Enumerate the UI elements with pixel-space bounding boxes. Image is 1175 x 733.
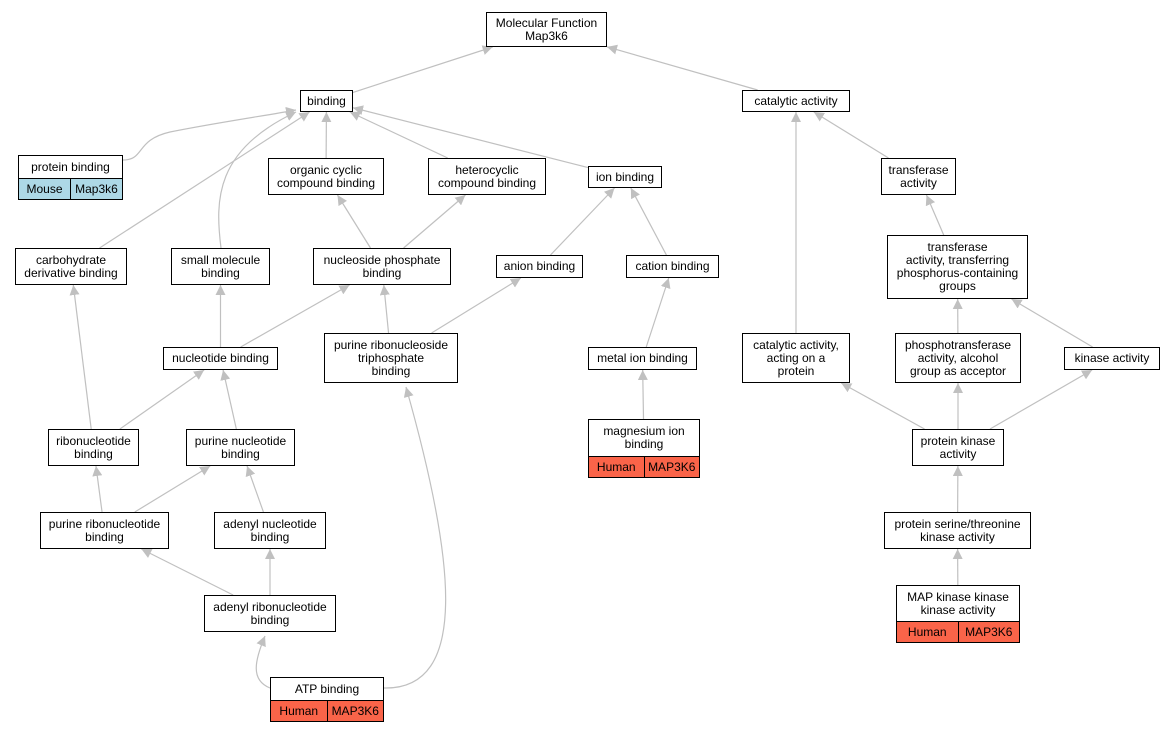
edge-small-molecule-to-binding [218,111,297,249]
node-protein-kinase[interactable]: protein kinase activity [912,429,1004,466]
node-phosphotransferase[interactable]: phosphotransferase activity, alcohol gro… [895,333,1021,383]
node-metal-ion[interactable]: metal ion binding [588,347,697,370]
node-protein-binding[interactable]: protein binding [18,155,123,179]
edge-protein-kinase-to-kinase-activity [989,369,1093,430]
node-purine-ribonucleoside-tp[interactable]: purine ribonucleoside triphosphate bindi… [324,333,458,383]
gene-label: MAP3K6 [957,622,1020,642]
node-transferase[interactable]: transferase activity [881,158,956,195]
species-label: Human [596,460,636,474]
edge-ribonucleotide-to-carbohydrate [69,284,92,430]
edge-nucleoside-phosphate-to-organic-cyclic [337,194,371,249]
edge-purine-ribonucleoside-tp-to-nucleoside-phosphate [379,284,390,334]
edge-purine-ribonucleotide-to-ribonucleotide [92,465,103,513]
gene-label: MAP3K6 [643,457,700,477]
edge-binding-to-mf [352,45,493,93]
node-ribonucleotide[interactable]: ribonucleotide binding [48,429,139,466]
node-heterocyclic[interactable]: heterocyclic compound binding [428,158,546,195]
node-protein-binding-annotation: Mouse Map3k6 [18,178,123,200]
node-binding[interactable]: binding [300,90,353,112]
node-mf[interactable]: Molecular Function Map3k6 [486,12,607,47]
edge-purine-ribonucleoside-tp-to-anion-binding [431,277,522,334]
node-atp-binding-annotation: Human MAP3K6 [270,700,384,722]
species-label: Human [279,704,319,718]
node-protein-ser-thr[interactable]: protein serine/threonine kinase activity [884,512,1031,549]
node-small-molecule[interactable]: small molecule binding [171,248,270,285]
edge-nucleotide-binding-to-nucleoside-phosphate [240,284,350,348]
edge-protein-binding-to-binding [122,106,297,161]
node-carbohydrate[interactable]: carbohydrate derivative binding [15,248,127,285]
edge-ribonucleotide-to-nucleotide-binding [119,369,205,430]
node-cation-binding[interactable]: cation binding [626,255,719,278]
edge-adenyl-nucleotide-to-purine-nucleotide [245,465,264,513]
node-ion-binding[interactable]: ion binding [588,166,662,188]
node-magnesium-ion-annotation: Human MAP3K6 [588,456,700,478]
node-purine-nucleotide[interactable]: purine nucleotide binding [186,429,295,466]
edge-purine-ribonucleotide-to-purine-nucleotide [134,465,211,513]
gene-label: MAP3K6 [326,701,384,721]
node-magnesium-ion[interactable]: magnesium ion binding [588,419,700,457]
edge-ion-binding-to-binding [352,105,589,169]
edge-purine-nucleotide-to-nucleotide-binding [220,369,237,430]
edge-magnesium-ion-to-metal-ion [637,369,648,420]
node-adenyl-nucleotide[interactable]: adenyl nucleotide binding [214,512,326,549]
edge-kinase-activity-to-transferase-phos [1011,298,1093,348]
edge-anion-binding-to-ion-binding [550,187,615,256]
edge-metal-ion-to-cation-binding [645,277,671,348]
node-atp-binding[interactable]: ATP binding [270,677,384,701]
node-catalytic[interactable]: catalytic activity [742,90,850,112]
edge-adenyl-ribonucleotide-to-purine-ribonucleotide [141,548,234,596]
node-mapkkk-annotation: Human MAP3K6 [896,621,1020,643]
node-adenyl-ribonucleotide[interactable]: adenyl ribonucleotide binding [204,595,336,632]
edge-atp-binding-to-purine-ribonucleoside-tp [383,386,447,689]
edge-carbohydrate-to-binding [99,111,310,249]
edge-heterocyclic-to-binding [349,111,448,159]
node-nucleotide-binding[interactable]: nucleotide binding [163,347,278,370]
node-kinase-activity[interactable]: kinase activity [1064,347,1160,370]
species-label: Human [907,625,947,639]
edge-transferase-to-catalytic [813,111,889,159]
edge-atp-binding-to-adenyl-ribonucleotide [255,635,271,689]
node-catalytic-protein[interactable]: catalytic activity, acting on a protein [742,333,850,383]
species-label: Mouse [26,182,63,196]
edge-cation-binding-to-ion-binding [630,187,667,256]
node-purine-ribonucleotide[interactable]: purine ribonucleotide binding [40,512,169,549]
node-nucleoside-phosphate[interactable]: nucleoside phosphate binding [313,248,451,285]
edge-catalytic-to-mf [606,44,758,91]
edge-transferase-phos-to-transferase [925,194,945,236]
node-anion-binding[interactable]: anion binding [496,255,583,278]
node-transferase-phos[interactable]: transferase activity, transferring phosp… [887,235,1028,299]
gene-label: Map3k6 [70,179,122,199]
edge-nucleoside-phosphate-to-heterocyclic [403,194,466,249]
edge-protein-kinase-to-catalytic-protein [840,382,925,430]
node-organic-cyclic[interactable]: organic cyclic compound binding [268,158,384,195]
node-mapkkk[interactable]: MAP kinase kinase kinase activity [896,585,1020,622]
